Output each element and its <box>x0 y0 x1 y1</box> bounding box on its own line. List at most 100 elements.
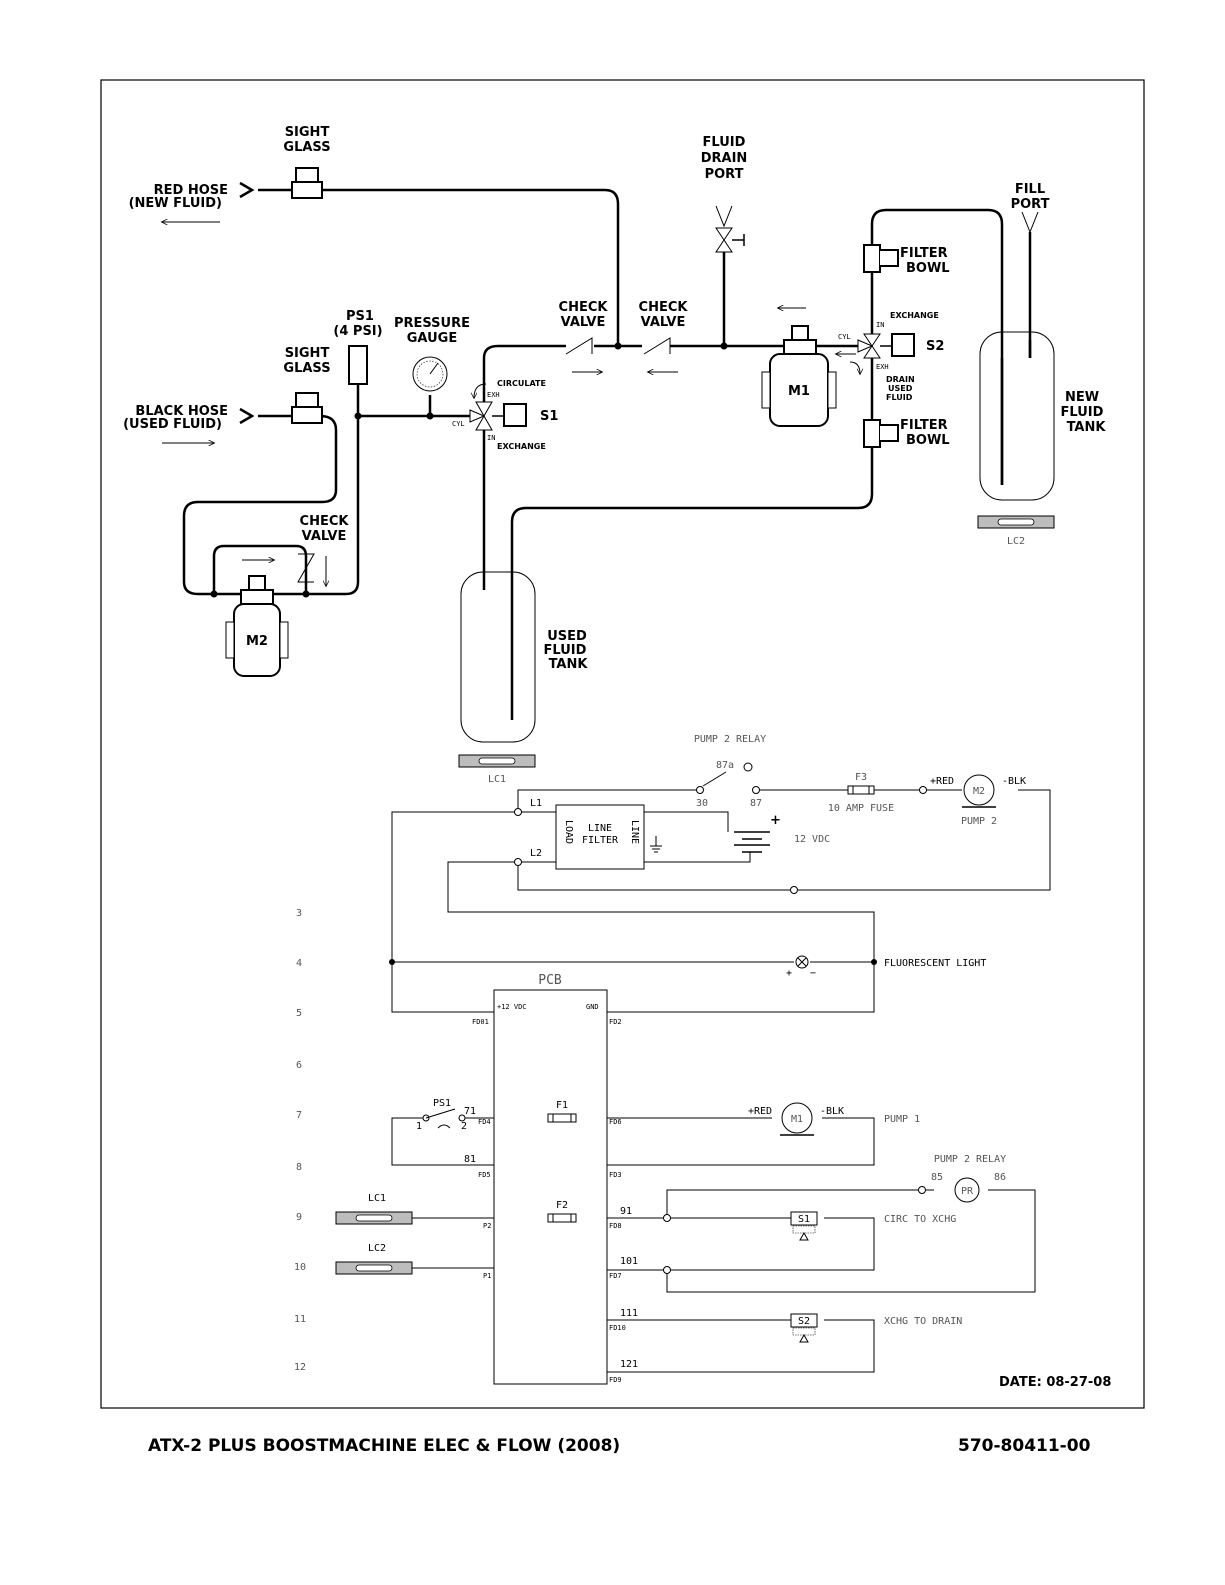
filter-bowl-bottom-label-1: FILTER <box>900 418 948 433</box>
row-number: 9 <box>296 1212 302 1223</box>
s2-wire <box>585 1218 875 1373</box>
m2-loop-pipe <box>212 544 308 594</box>
fuse-f2-icon <box>547 1213 577 1223</box>
lc2-label: LC2 <box>1007 536 1025 547</box>
pipe-junctions <box>210 342 728 598</box>
pump2-circuit-wire <box>517 771 1051 891</box>
m2-motor-label: M2 <box>973 786 985 797</box>
battery-label: 12 VDC <box>794 834 830 845</box>
wire-111-label: 111 <box>620 1308 638 1319</box>
check-valve-2-icon <box>642 337 671 355</box>
s1-wire <box>667 1217 875 1271</box>
used-fluid-tank-label-2: FLUID <box>544 643 587 658</box>
m1-minus-blk-label: -BLK <box>820 1106 844 1117</box>
pcb-12vdc-label: +12 VDC <box>497 1003 527 1011</box>
drawing-border <box>100 79 1145 1409</box>
s2-solenoid-label: S2 <box>798 1316 810 1327</box>
s2-cyl-label: CYL <box>838 333 851 341</box>
row-number: 10 <box>294 1262 306 1273</box>
used-fluid-tank-label-3: TANK <box>549 657 589 672</box>
l2-wire <box>447 861 875 962</box>
s2-drain-label-2: USED <box>888 384 913 393</box>
s2-solenoid-icon <box>790 1313 818 1343</box>
red-hose-label-1: RED HOSE <box>154 183 228 198</box>
check-valve-3-icon <box>242 553 326 586</box>
l2-label: L2 <box>530 848 542 859</box>
lc1-label: LC1 <box>488 774 506 785</box>
fluid-drain-port-label-2: DRAIN <box>701 151 748 166</box>
s1-exchange-label: EXCHANGE <box>497 442 546 451</box>
m1-pump-icon <box>761 308 837 427</box>
p1-label: P1 <box>483 1272 491 1280</box>
line-filter-label-2: FILTER <box>582 835 619 846</box>
battery-plus-label: + <box>770 813 781 828</box>
drawing-title: ATX-2 PLUS BOOSTMACHINE ELEC & FLOW (200… <box>148 1436 620 1456</box>
fluid-drain-port-label-3: PORT <box>705 167 744 182</box>
fd3-label: FD3 <box>609 1171 622 1179</box>
red-hose-label-2: (NEW FLUID) <box>129 196 222 211</box>
m1-label: M1 <box>788 384 810 399</box>
s2-exchange-label: EXCHANGE <box>890 311 939 320</box>
sight-glass-mid-label-1: SIGHT <box>285 346 330 361</box>
line-filter-box <box>555 804 645 870</box>
s1-cyl-label: CYL <box>452 420 465 428</box>
ps1-wire <box>391 1117 494 1166</box>
pump2-relay-coil-icon <box>954 1177 980 1203</box>
pcb-box <box>493 989 608 1385</box>
row-number: 3 <box>296 908 302 919</box>
wire-91-label: 91 <box>620 1206 632 1217</box>
row-number: 8 <box>296 1162 302 1173</box>
row-number: 12 <box>294 1362 306 1373</box>
pump1-label: PUMP 1 <box>884 1114 920 1125</box>
wire-81-label: 81 <box>464 1154 476 1165</box>
s1-solenoid-icon <box>790 1211 818 1241</box>
wire-junctions <box>389 959 877 1221</box>
s1-solenoid-label: S1 <box>798 1214 810 1225</box>
check-valve-1-label-2: VALVE <box>561 315 606 330</box>
new-fluid-pipe <box>870 208 1004 485</box>
s2-drain-label-1: DRAIN <box>886 375 915 384</box>
fd2-label: FD2 <box>609 1018 622 1026</box>
fd10-label: FD10 <box>609 1324 626 1332</box>
wire-terminals <box>422 762 927 1274</box>
lc2-elec-label: LC2 <box>368 1243 386 1254</box>
s1-valve-icon <box>469 383 527 431</box>
ps1-switch-icon <box>425 1108 456 1129</box>
fuse-f2-label: F2 <box>556 1200 568 1211</box>
lc1-load-cell-elec-icon <box>335 1211 413 1225</box>
return-pipe <box>510 445 874 720</box>
wire-101-label: 101 <box>620 1256 638 1267</box>
filter-bowl-top-label-1: FILTER <box>900 246 948 261</box>
circ-to-xchg-label: CIRC TO XCHG <box>884 1214 956 1225</box>
ground-icon <box>650 836 662 853</box>
row-number: 7 <box>296 1110 302 1121</box>
electrical-diagram: PUMP 2 RELAY 87a 30 87 F3 10 AMP FUSE +R… <box>294 734 1051 1385</box>
s1-in-label: IN <box>487 434 495 442</box>
s2-in-label: IN <box>876 321 884 329</box>
wire-121-label: 121 <box>620 1359 638 1370</box>
relay-wire <box>576 1189 1036 1293</box>
flow-diagram: SIGHT GLASS RED HOSE (NEW FLUID) SIGHT G… <box>123 125 1106 785</box>
filter-load-label: LOAD <box>563 820 574 844</box>
fuse-f3-label: F3 <box>855 772 867 783</box>
check-valve-1-label-1: CHECK <box>559 300 609 315</box>
new-fluid-tank-label-3: TANK <box>1067 420 1107 435</box>
fluorescent-light-icon <box>795 955 809 969</box>
relay-86-label: 86 <box>994 1172 1006 1183</box>
fill-port-label-2: PORT <box>1011 197 1050 212</box>
row-number: 11 <box>294 1314 306 1325</box>
line-filter-label-1: LINE <box>588 823 612 834</box>
ps1-pin1-label: 1 <box>416 1121 422 1132</box>
m1-motor-label: M1 <box>791 1114 803 1125</box>
lc2-load-cell-icon <box>977 515 1055 529</box>
m2-pump-icon <box>225 575 289 677</box>
red-hose-pipe <box>258 188 620 345</box>
m2-motor-icon <box>962 774 996 808</box>
s1-name-label: S1 <box>540 409 558 424</box>
ps1-label-2: (4 PSI) <box>333 324 382 339</box>
check-valve-3-label-1: CHECK <box>300 514 350 529</box>
relay-87a-label: 87a <box>716 760 734 771</box>
m1-plus-red-label: +RED <box>748 1106 772 1117</box>
wire-71-label: 71 <box>464 1106 476 1117</box>
